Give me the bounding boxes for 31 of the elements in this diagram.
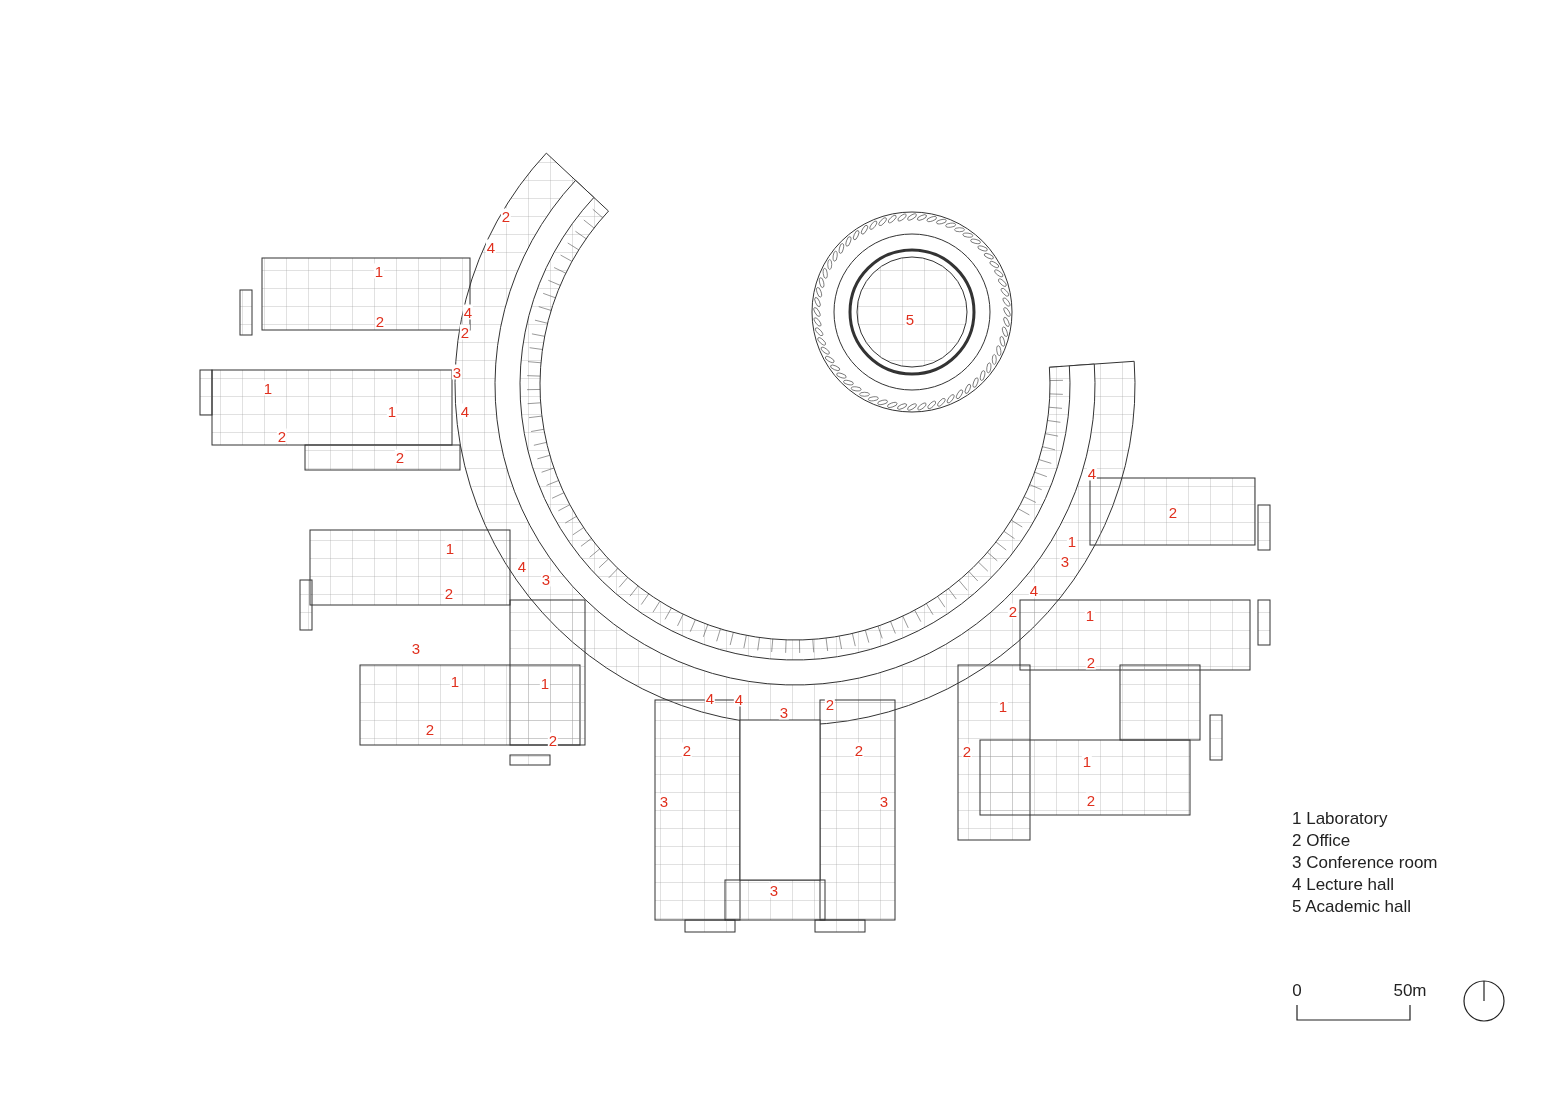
room-number: 2 (1007, 603, 1019, 619)
room-number: 3 (540, 571, 552, 587)
room-number: 1 (1081, 753, 1093, 769)
legend-entry: 1 Laboratory (1292, 810, 1388, 827)
room-number: 2 (824, 696, 836, 712)
legend-entry: 4 Lecture hall (1292, 876, 1395, 893)
legend-entry: 3 Conference room (1292, 854, 1438, 871)
room-number: 2 (961, 743, 973, 759)
scale-label: 50m (1393, 982, 1427, 999)
legend-entry: 2 Office (1292, 832, 1351, 849)
room-number: 4 (485, 239, 497, 255)
room-number: 2 (547, 732, 559, 748)
scale-label: 0 (1292, 982, 1302, 999)
room-number: 2 (394, 449, 406, 465)
room-number: 2 (459, 324, 471, 340)
room-number: 1 (262, 380, 274, 396)
room-number: 4 (1086, 465, 1098, 481)
room-number: 3 (768, 882, 780, 898)
room-number: 3 (878, 793, 890, 809)
room-number: 3 (451, 364, 463, 380)
room-number: 4 (462, 304, 474, 320)
room-number: 4 (1028, 582, 1040, 598)
room-number: 2 (681, 742, 693, 758)
room-number: 3 (658, 793, 670, 809)
room-number: 2 (276, 428, 288, 444)
room-number: 4 (459, 403, 471, 419)
legend-entry: 5 Academic hall (1292, 898, 1412, 915)
room-number: 2 (500, 208, 512, 224)
room-number: 1 (386, 403, 398, 419)
room-number: 1 (373, 263, 385, 279)
room-number: 2 (853, 742, 865, 758)
